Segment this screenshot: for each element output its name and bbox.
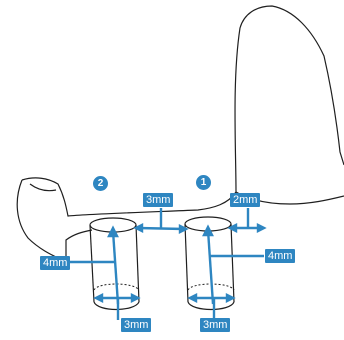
gap-between-implants-label: 3mm — [143, 193, 174, 207]
bone-outline — [21, 5, 344, 217]
implant-2-diameter-label: 3mm — [121, 318, 152, 332]
gap-between-implants-arrow — [137, 226, 185, 231]
implant-2-marker: 2 — [93, 176, 108, 191]
ridge-lower-line — [16, 179, 93, 263]
implant-1-length-arrow — [206, 229, 215, 305]
gap-to-tooth-label: 2mm — [230, 193, 261, 207]
implant-2-length-arrow — [111, 230, 120, 305]
implant-2-body — [89, 217, 140, 311]
implant-1-length-label: 4mm — [265, 249, 296, 263]
implant-2-length-label: 4mm — [40, 256, 71, 270]
implant-1-marker: 1 — [196, 175, 211, 190]
implant-1-diameter-label: 3mm — [200, 318, 231, 332]
ridge-left-bump — [29, 183, 57, 192]
